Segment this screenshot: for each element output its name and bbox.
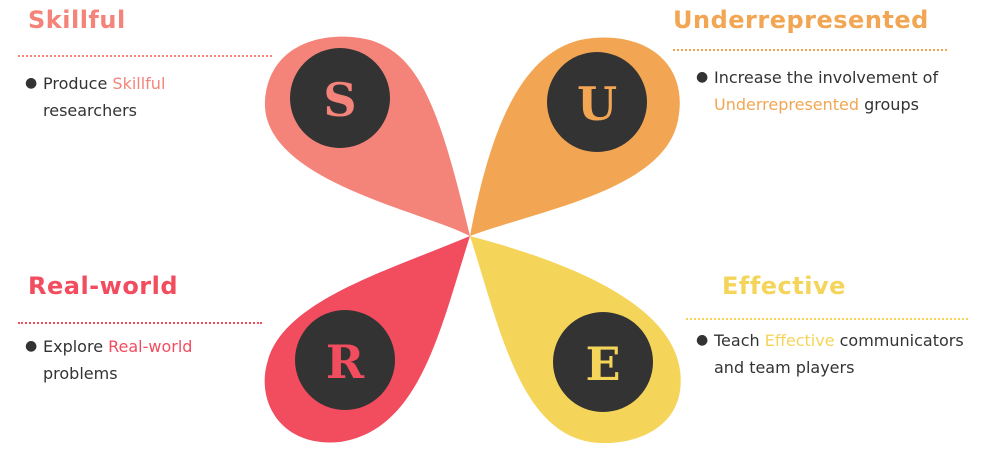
bullet-effective-after: communicators bbox=[834, 331, 964, 350]
bullet-underrepresented-line1: Increase the involvement of bbox=[714, 68, 939, 87]
petal-r-letter: R bbox=[326, 335, 365, 389]
divider-realworld bbox=[18, 322, 262, 324]
bullet-realworld-line2: problems bbox=[43, 364, 118, 383]
bullet-realworld: ● Explore Real-world problems bbox=[25, 333, 263, 387]
bullet-underrepresented-after: groups bbox=[859, 95, 919, 114]
bullet-effective-text: Teach bbox=[714, 331, 765, 350]
petal-s-circle bbox=[290, 48, 390, 148]
petal-r: R bbox=[264, 236, 470, 443]
bullet-dot: ● bbox=[696, 332, 709, 348]
petal-e-circle bbox=[553, 312, 653, 412]
bullet-skillful-text: Produce bbox=[43, 74, 113, 93]
heading-realworld: Real-world bbox=[28, 272, 179, 300]
bullet-underrepresented-highlight: Underrepresented bbox=[714, 95, 860, 114]
petal-u-letter: U bbox=[577, 77, 617, 131]
petal-r-circle bbox=[295, 310, 395, 410]
bullet-effective: ● Teach Effective communicators and team… bbox=[696, 327, 976, 381]
heading-skillful: Skillful bbox=[28, 6, 126, 34]
bullet-realworld-text: Explore bbox=[43, 337, 109, 356]
bullet-effective-highlight: Effective bbox=[764, 331, 835, 350]
bullet-skillful: ● Produce Skillful researchers bbox=[25, 70, 263, 124]
heading-underrepresented: Underrepresented bbox=[673, 6, 929, 34]
bullet-effective-line2: and team players bbox=[714, 358, 855, 377]
divider-effective bbox=[686, 318, 968, 320]
bullet-skillful-highlight: Skillful bbox=[112, 74, 166, 93]
bullet-realworld-highlight: Real-world bbox=[108, 337, 193, 356]
petal-s: S bbox=[264, 36, 470, 237]
bullet-underrepresented: ● Increase the involvement of Underrepre… bbox=[696, 64, 974, 118]
heading-effective: Effective bbox=[722, 272, 846, 300]
petal-u: U bbox=[470, 37, 680, 236]
bullet-dot: ● bbox=[25, 338, 38, 354]
bullet-skillful-line2: researchers bbox=[43, 101, 137, 120]
petal-u-circle bbox=[547, 52, 647, 152]
petal-e-letter: E bbox=[585, 337, 620, 391]
bullet-dot: ● bbox=[696, 69, 709, 85]
petal-s-letter: S bbox=[323, 73, 356, 127]
bullet-dot: ● bbox=[25, 75, 38, 91]
divider-skillful bbox=[18, 55, 272, 57]
divider-underrepresented bbox=[673, 49, 947, 51]
petal-e: E bbox=[470, 236, 681, 444]
